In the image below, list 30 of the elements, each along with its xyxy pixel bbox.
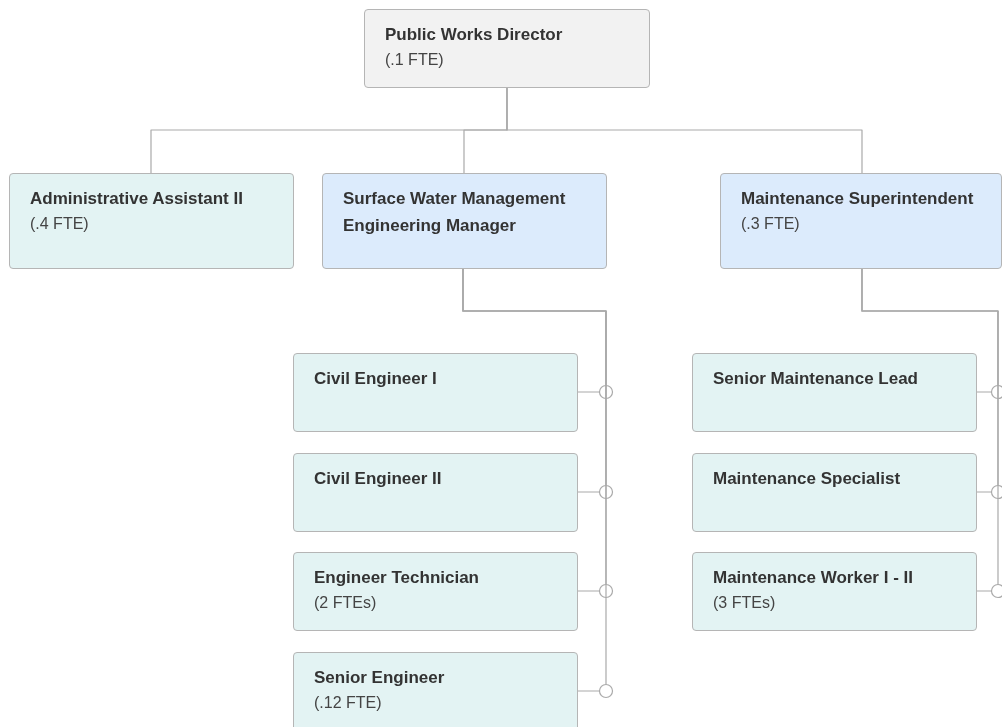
connector [861,268,999,592]
position-title: Surface Water Management Engineering Manager [343,188,567,237]
position-box [293,552,578,631]
position-title: Civil Engineer II [314,468,443,490]
fte-note: (.3 FTE) [741,214,801,234]
fte-note: (.1 FTE) [385,50,445,70]
position-title: Maintenance Superintendent [741,188,975,210]
position-title: Administrative Assistant II [30,188,244,210]
manager-box [9,173,294,269]
fte-note: (2 FTEs) [314,593,378,613]
manager-box [322,173,607,269]
position-title: Maintenance Specialist [713,468,902,490]
connector [506,87,863,174]
position-title: Civil Engineer I [314,368,438,390]
position-title: Public Works Director [385,24,564,46]
position-box [692,453,977,532]
position-title: Maintenance Worker I - II [713,567,914,589]
position-title: Senior Maintenance Lead [713,368,919,390]
position-title: Senior Engineer [314,667,446,689]
position-box [293,652,578,727]
position-box [293,453,578,532]
director-box [364,9,650,88]
position-box [293,353,578,432]
fte-note: (3 FTEs) [713,593,777,613]
manager-box [720,173,1002,269]
position-title: Engineer Technician [314,567,480,589]
fte-note: (.4 FTE) [30,214,90,234]
position-box [692,353,977,432]
position-box [692,552,977,631]
fte-note: (.12 FTE) [314,693,383,713]
